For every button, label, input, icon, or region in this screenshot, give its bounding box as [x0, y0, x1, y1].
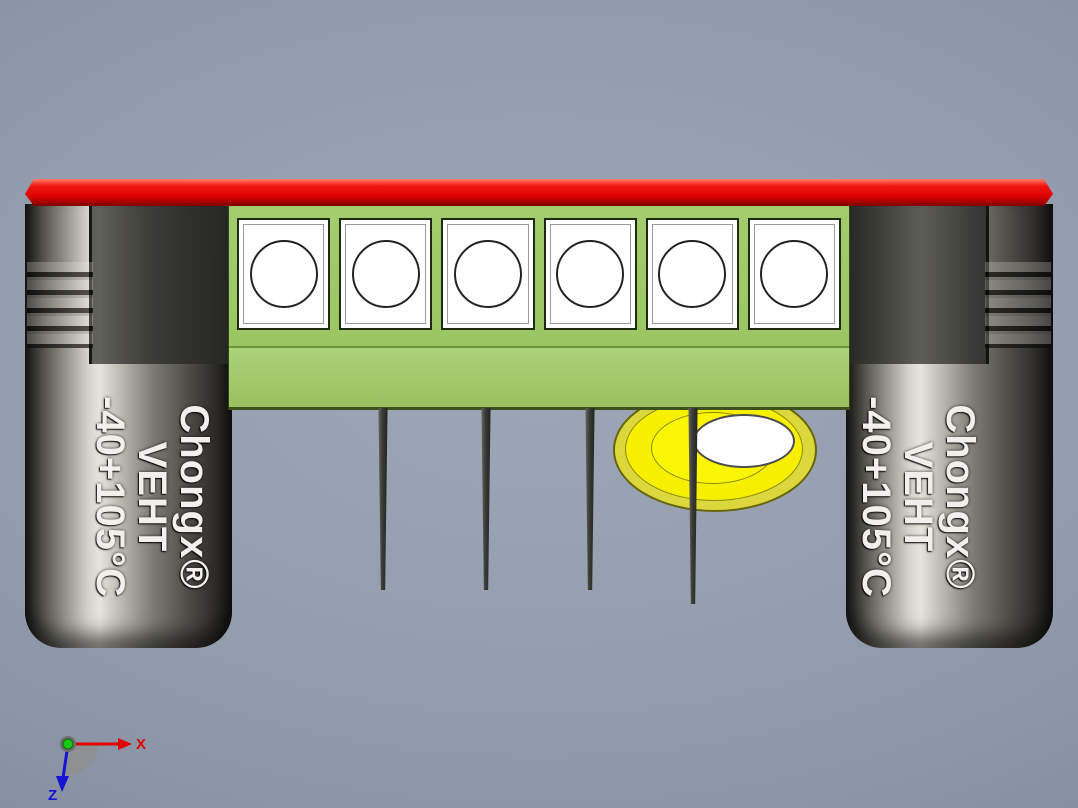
terminal-cell: [339, 218, 433, 330]
capacitor-label-line: -40+105°C: [854, 396, 898, 598]
terminal-hole: [760, 240, 829, 308]
terminal-hole: [556, 240, 625, 308]
pin: [378, 408, 388, 590]
terminal-cell: [747, 218, 842, 330]
capacitor-right: [846, 204, 1053, 648]
toroid-center-hole: [693, 414, 795, 468]
capacitor-right-shadow: [846, 204, 989, 364]
terminal-lower-band: [229, 346, 849, 410]
capacitor-label-line: Chongx®: [938, 404, 982, 590]
pcb-strip: [25, 179, 1053, 206]
capacitor-left: [25, 204, 232, 648]
terminal-hole: [249, 240, 318, 308]
capacitor-left-shadow: [89, 204, 232, 364]
pin: [481, 408, 491, 590]
x-axis-label: X: [136, 736, 146, 753]
origin-dot: [62, 738, 74, 750]
pin: [585, 408, 595, 590]
terminal-cell: [543, 218, 637, 330]
terminal-hole: [351, 240, 420, 308]
capacitor-left-crimp-rings: [27, 262, 93, 348]
capacitor-label-line: -40+105°C: [88, 396, 132, 598]
capacitor-right-crimp-rings: [985, 262, 1051, 348]
terminal-cell: [441, 218, 535, 330]
x-axis-arrowhead: [118, 738, 132, 750]
triad-wedge: [64, 744, 99, 775]
capacitor-label-line: Chongx®: [172, 404, 216, 590]
z-axis-label: Z: [48, 787, 57, 804]
coordinate-triad: X Z: [48, 736, 146, 804]
terminal-block: [228, 205, 850, 410]
capacitor-left-label: Chongx® VEHT -40+105°C: [87, 347, 217, 647]
terminal-cell: [645, 218, 739, 330]
terminal-hole: [658, 240, 727, 308]
terminal-cell: [237, 218, 331, 330]
capacitor-label-line: VEHT: [130, 441, 174, 553]
z-axis-arrowhead: [56, 776, 69, 792]
capacitor-right-label: Chongx® VEHT -40+105°C: [853, 347, 983, 647]
terminal-cells: [229, 206, 849, 330]
capacitor-label-line: VEHT: [896, 441, 940, 553]
terminal-hole: [453, 240, 522, 308]
